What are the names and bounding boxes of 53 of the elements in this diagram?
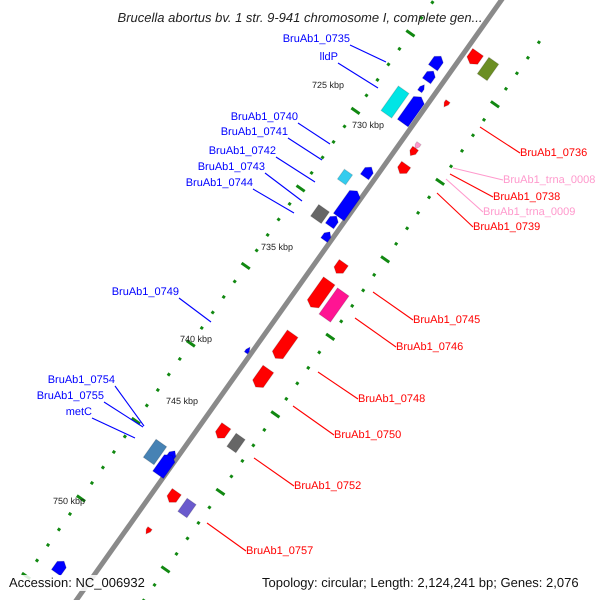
leader-line bbox=[292, 406, 334, 436]
gene-label: lldP bbox=[320, 50, 338, 64]
gene-label: BruAb1_0738 bbox=[493, 190, 560, 204]
gene-label: BruAb1_0740 bbox=[230, 110, 298, 124]
leader-line bbox=[276, 156, 316, 182]
gene-label: BruAb1_0755 bbox=[36, 389, 104, 403]
leader-line bbox=[452, 167, 504, 181]
leader-line bbox=[318, 372, 358, 400]
leader-line bbox=[288, 138, 322, 160]
leader-line bbox=[92, 418, 136, 438]
gene-label: BruAb1_0746 bbox=[396, 340, 464, 354]
gene-label: BruAb1_0744 bbox=[186, 176, 253, 190]
leader-line bbox=[372, 292, 414, 320]
gene-label: BruAb1_0748 bbox=[358, 392, 426, 406]
map-info-text: Topology: circular; Length: 2,124,241 bp; Genes: 2,076 bbox=[262, 575, 579, 591]
leader-line bbox=[436, 192, 474, 228]
gene-label: BruAb1_0736 bbox=[520, 146, 588, 160]
scale-label: 735 kbp bbox=[261, 242, 294, 253]
leader-line bbox=[298, 122, 330, 144]
gene-label: BruAb1_0749 bbox=[112, 285, 179, 299]
map-title: Brucella abortus bv. 1 str. 9-941 chromosome I, complete gen... bbox=[116, 10, 484, 25]
leader-line bbox=[104, 402, 144, 428]
scale-label: 730 kbp bbox=[352, 120, 384, 131]
gene-label: BruAb1_trna_0008 bbox=[503, 173, 596, 187]
gene-label: BruAb1_0743 bbox=[198, 160, 265, 174]
leader-line bbox=[264, 172, 302, 202]
gene-label: metC bbox=[66, 405, 92, 419]
leader-line bbox=[354, 318, 396, 348]
gene-label: BruAb1_0739 bbox=[473, 220, 540, 234]
leader-line bbox=[206, 522, 246, 552]
scale-label: 740 kbp bbox=[180, 334, 212, 345]
gene-label: BruAb1_0754 bbox=[48, 373, 115, 387]
gene-label: BruAb1_0750 bbox=[334, 428, 402, 442]
gene-label: BruAb1_0741 bbox=[220, 125, 288, 139]
gene-label: BruAb1_trna_0009 bbox=[483, 205, 576, 219]
gene-label: BruAb1_0757 bbox=[246, 544, 314, 558]
leader-line bbox=[446, 178, 484, 212]
accession-text: Accession: NC_006932 bbox=[9, 575, 145, 591]
leader-line bbox=[350, 44, 386, 62]
gene-label: BruAb1_0735 bbox=[282, 32, 350, 46]
leader-line bbox=[178, 298, 212, 322]
leader-line bbox=[114, 386, 144, 426]
leader-line bbox=[254, 458, 294, 486]
gene-label: BruAb1_0745 bbox=[413, 313, 480, 327]
leader-line bbox=[252, 188, 294, 214]
gene-label: BruAb1_0752 bbox=[294, 479, 362, 493]
gene-label: BruAb1_0742 bbox=[208, 144, 276, 158]
scale-label: 745 kbp bbox=[166, 396, 198, 407]
scale-label: 725 kbp bbox=[312, 80, 344, 91]
leader-line bbox=[338, 62, 378, 88]
scale-label: 750 kbp bbox=[53, 496, 86, 507]
leader-line bbox=[480, 126, 520, 154]
leader-line bbox=[450, 174, 494, 198]
